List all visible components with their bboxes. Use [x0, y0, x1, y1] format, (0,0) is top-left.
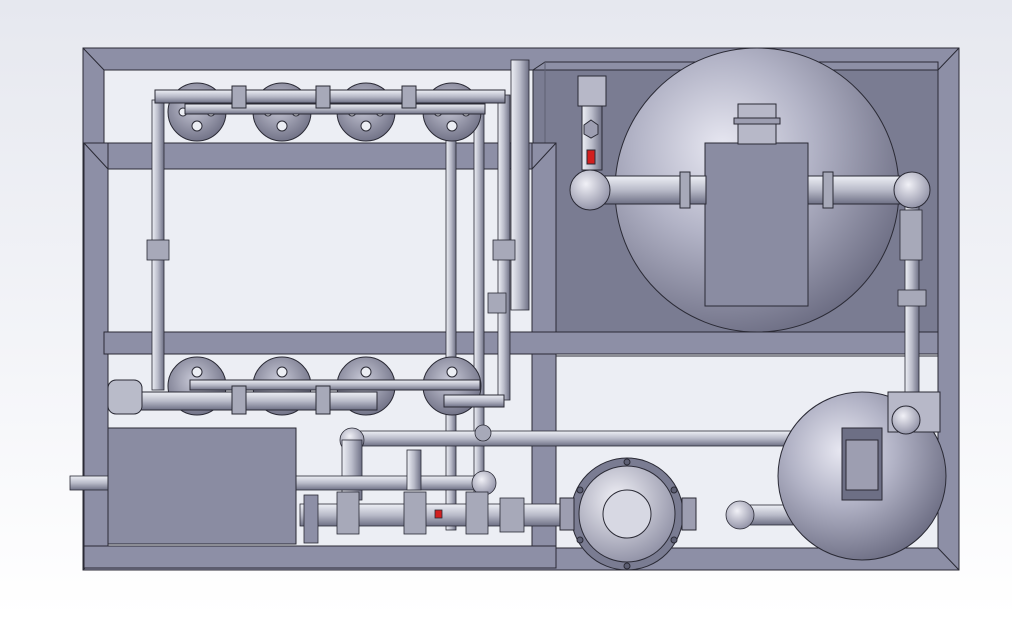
- top-manifold-pipe: [184, 103, 486, 115]
- valve-indicator-red: [586, 149, 596, 165]
- filter-bank-bottom: [107, 356, 505, 416]
- filter-bank-top: [154, 82, 506, 142]
- relief-valve: [577, 75, 607, 171]
- front-rack-frame: [83, 142, 939, 569]
- centrifugal-pump: [559, 457, 697, 571]
- control-box: [107, 427, 297, 545]
- drive-motor: [777, 391, 947, 561]
- vertical-pipes: [151, 59, 925, 531]
- valve-row: [303, 491, 525, 544]
- valve-indicator-red: [434, 509, 443, 519]
- tank-nameplate: [704, 142, 809, 307]
- pipe-fittings: [146, 209, 927, 314]
- pressure-tank: [569, 47, 931, 333]
- bottom-manifold-pipe: [189, 379, 481, 391]
